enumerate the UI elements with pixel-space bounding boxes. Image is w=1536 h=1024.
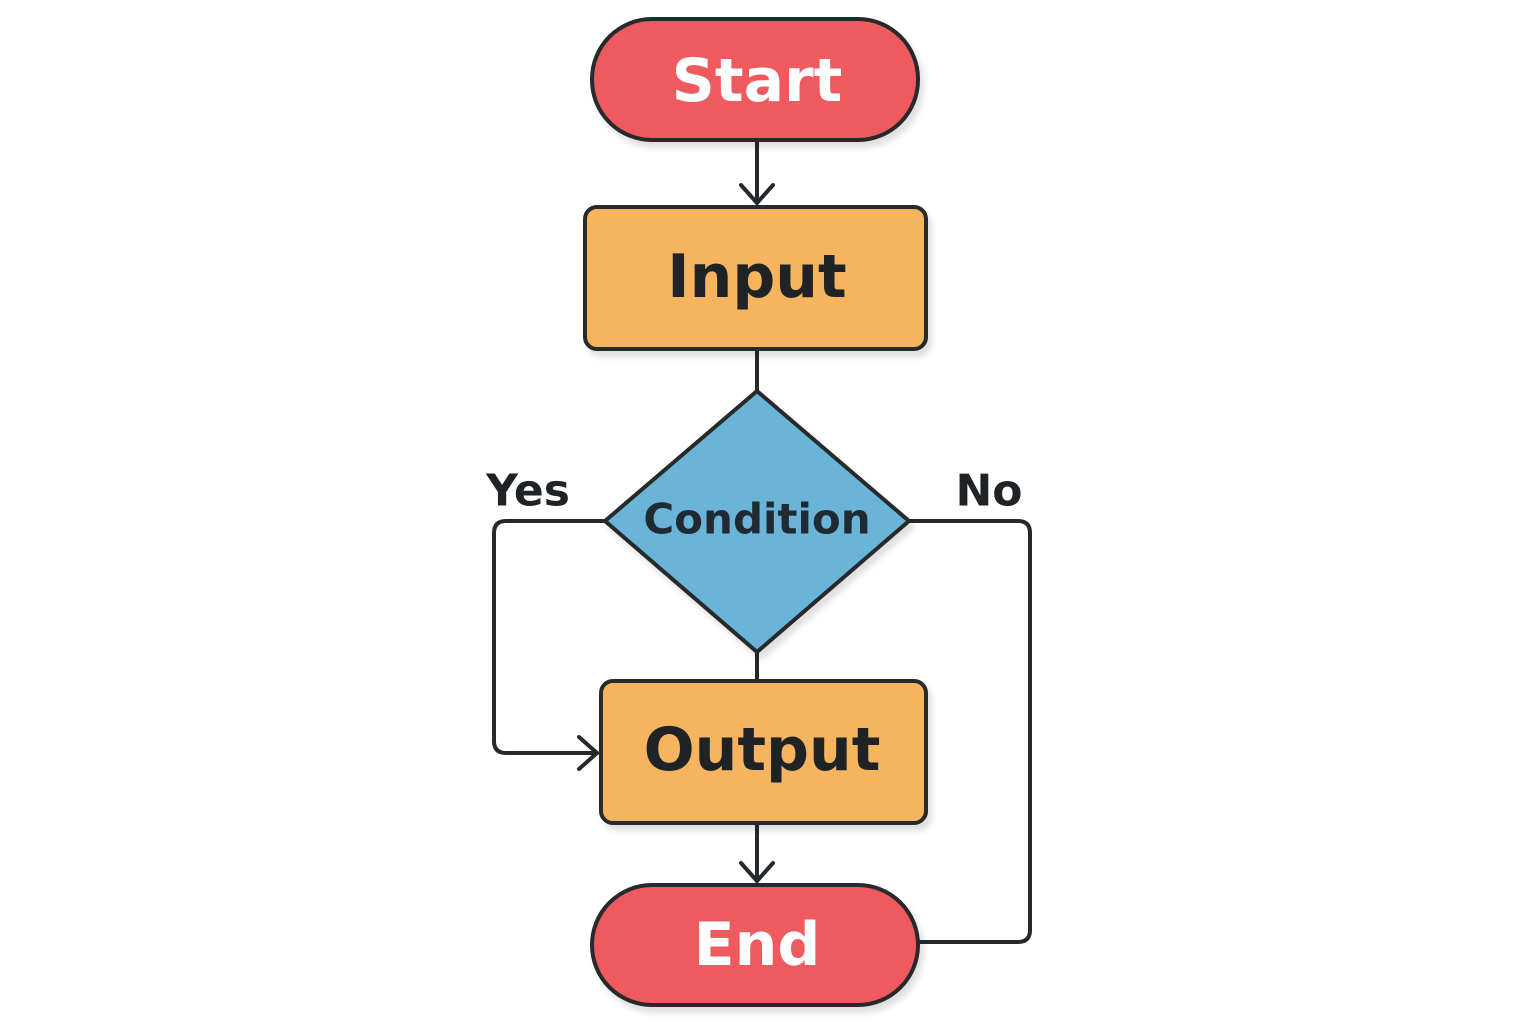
condition-node: Condition (603, 389, 911, 654)
arrowhead-output-to-end (739, 861, 775, 883)
connectors (492, 138, 1032, 944)
yes-edge-label: Yes (485, 466, 570, 517)
connector-no-branch (907, 519, 1032, 944)
arrowhead-yes-branch (577, 735, 599, 771)
input-node-shape (583, 205, 928, 351)
start-node-shape (590, 17, 920, 142)
condition-node-label: Condition (643, 495, 870, 544)
output-node-label: Output (644, 715, 881, 785)
input-node-label: Input (667, 242, 846, 312)
input-node: Input (583, 205, 928, 351)
output-node-shape (599, 679, 928, 825)
arrowhead-start-to-input (739, 183, 775, 205)
end-node: End (590, 883, 920, 1007)
output-node: Output (599, 679, 928, 825)
start-node: Start (590, 17, 920, 142)
end-node-shape (590, 883, 920, 1007)
condition-node-shape (603, 389, 911, 654)
end-node-label: End (694, 910, 821, 980)
connector-yes-branch (492, 519, 607, 755)
no-edge-label: No (955, 466, 1022, 517)
start-node-label: Start (672, 46, 843, 116)
